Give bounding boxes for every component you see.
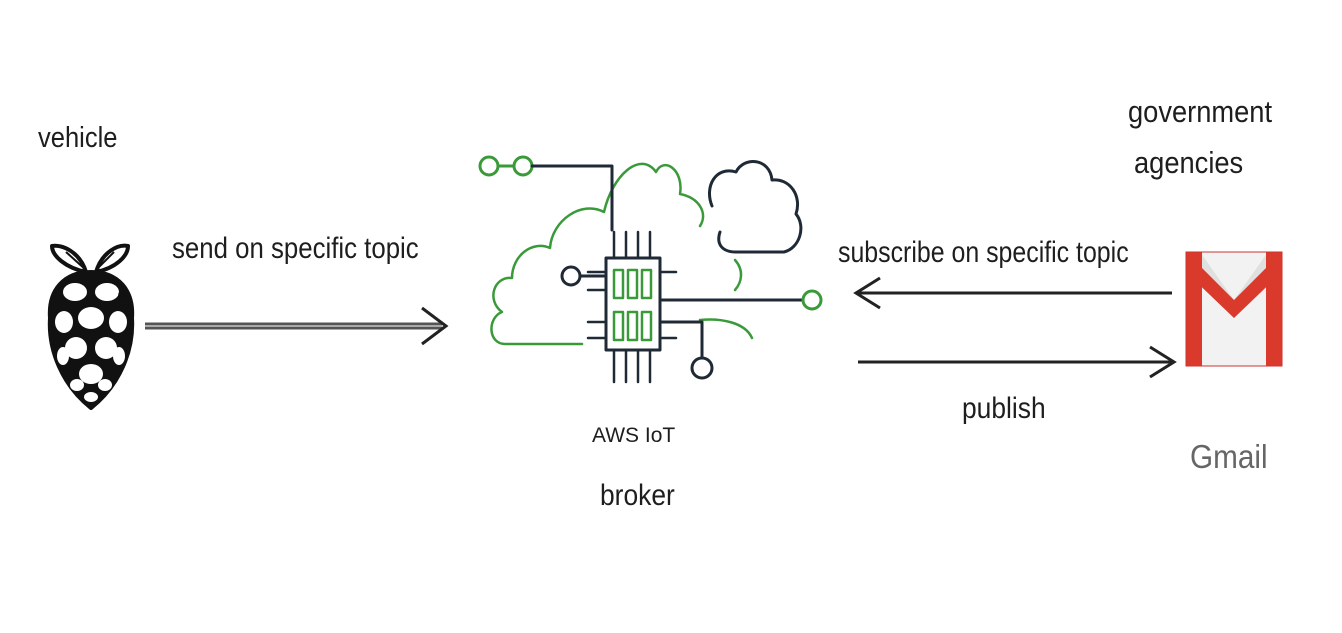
edge-vehicle-to-broker [145,306,449,346]
raspberry-pi-icon: ® [47,243,135,410]
vehicle-label: vehicle [38,122,118,154]
edge-label-send: send on specific topic [172,232,419,265]
edge-agencies-subscribe [853,276,1172,310]
gmail-label: Gmail [1190,438,1268,475]
edge-broker-publish [858,345,1177,379]
edge-label-publish: publish [962,392,1046,425]
broker-label: broker [600,479,675,512]
gmail-icon [1185,251,1283,367]
aws-iot-label: AWS IoT [592,424,676,447]
edge-label-subscribe: subscribe on specific topic [838,236,1129,269]
agencies-label-line2: agencies [1134,145,1244,180]
svg-text:®: ® [118,290,126,301]
agencies-label-line1: government [1128,94,1273,129]
aws-iot-cloud-icon [478,155,823,384]
